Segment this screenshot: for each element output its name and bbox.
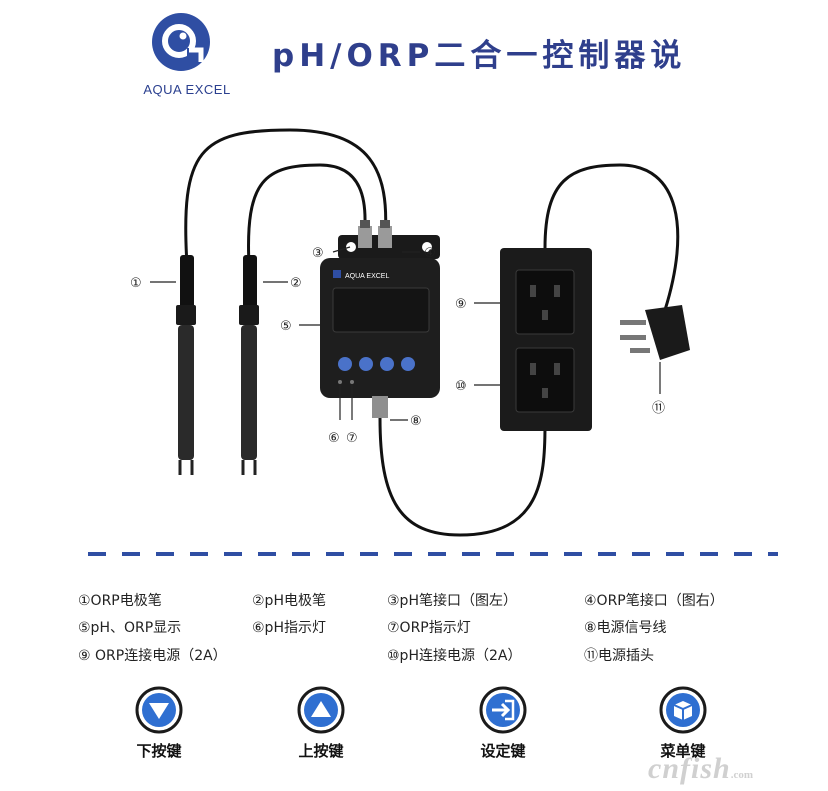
aqua-excel-logo-icon xyxy=(152,13,210,71)
menu-box-icon xyxy=(659,686,707,734)
key-label: 上按键 xyxy=(298,742,344,760)
legend-row-1: ①ORP电极笔 ②pH电极笔 ③pH笔接口（图左） ④ORP笔接口（图右） xyxy=(78,590,778,612)
callout-4: ④ xyxy=(424,246,436,261)
watermark-suffix: .com xyxy=(730,769,753,781)
key-down: 下按键 xyxy=(114,686,204,761)
enter-arrow-icon xyxy=(479,686,527,734)
callout-2: ② xyxy=(290,276,302,291)
key-label: 下按键 xyxy=(136,742,182,760)
legend-item: ⑨ ORP连接电源（2A） xyxy=(78,648,227,664)
legend-item: ⑤pH、ORP显示 xyxy=(78,620,182,636)
watermark-text: cnfish xyxy=(648,752,731,785)
plug-cable xyxy=(543,163,680,311)
down-key-button[interactable] xyxy=(338,357,352,371)
brand-logo: AQUA EXCEL xyxy=(122,10,252,105)
ph-probe xyxy=(239,255,259,475)
key-up: 上按键 xyxy=(276,686,366,761)
legend-item: ③pH笔接口（图左） xyxy=(387,593,517,609)
brand-name: AQUA EXCEL xyxy=(143,82,231,97)
down-triangle-icon xyxy=(135,686,183,734)
device-brand-label: AQUA EXCEL xyxy=(345,273,389,280)
orp-probe xyxy=(176,255,196,475)
power-socket-strip xyxy=(500,248,592,431)
ph-probe-cable xyxy=(247,163,367,266)
legend-item: ①ORP电极笔 xyxy=(78,593,162,609)
callout-7: ⑦ xyxy=(346,431,358,446)
callout-1: ① xyxy=(130,276,142,291)
key-menu: 菜单键 xyxy=(638,686,728,761)
power-signal-cable xyxy=(378,417,547,537)
product-diagram: AQUA EXCEL xyxy=(130,128,690,537)
callout-11: ⑪ xyxy=(652,401,665,416)
legend-item: ④ORP笔接口（图右） xyxy=(584,593,724,609)
legend-item: ⑦ORP指示灯 xyxy=(387,620,471,636)
callout-5: ⑤ xyxy=(280,319,292,334)
up-key-button[interactable] xyxy=(359,357,373,371)
callout-9: ⑨ xyxy=(455,297,467,312)
up-triangle-icon xyxy=(297,686,345,734)
key-set: 设定键 xyxy=(458,686,548,761)
callout-3: ③ xyxy=(312,246,324,261)
power-plug xyxy=(620,305,690,360)
set-key-button[interactable] xyxy=(380,357,394,371)
legend-item: ⑪电源插头 xyxy=(584,648,654,664)
legend-item: ⑩pH连接电源（2A） xyxy=(387,648,522,664)
legend-item: ②pH电极笔 xyxy=(252,593,326,609)
key-legend: 下按键 上按键 设定键 菜单键 xyxy=(0,686,828,776)
page-title: pH/ORP二合一控制器说 xyxy=(272,38,687,74)
legend-row-2: ⑤pH、ORP显示 ⑥pH指示灯 ⑦ORP指示灯 ⑧电源信号线 xyxy=(78,617,778,639)
section-divider xyxy=(88,552,778,556)
controller-unit: AQUA EXCEL xyxy=(320,258,440,418)
watermark: cnfish.com xyxy=(648,752,753,786)
controller-top-bracket xyxy=(338,220,440,259)
key-label: 菜单键 xyxy=(660,742,706,760)
callout-8: ⑧ xyxy=(410,414,422,429)
menu-key-button[interactable] xyxy=(401,357,415,371)
legend-item: ⑥pH指示灯 xyxy=(252,620,326,636)
callout-10: ⑩ xyxy=(455,379,467,394)
orp-probe-cable xyxy=(184,128,388,266)
legend-item: ⑧电源信号线 xyxy=(584,620,667,636)
legend-row-3: ⑨ ORP连接电源（2A） ⑩pH连接电源（2A） ⑪电源插头 xyxy=(78,645,778,667)
callout-6: ⑥ xyxy=(328,431,340,446)
key-label: 设定键 xyxy=(480,742,526,760)
